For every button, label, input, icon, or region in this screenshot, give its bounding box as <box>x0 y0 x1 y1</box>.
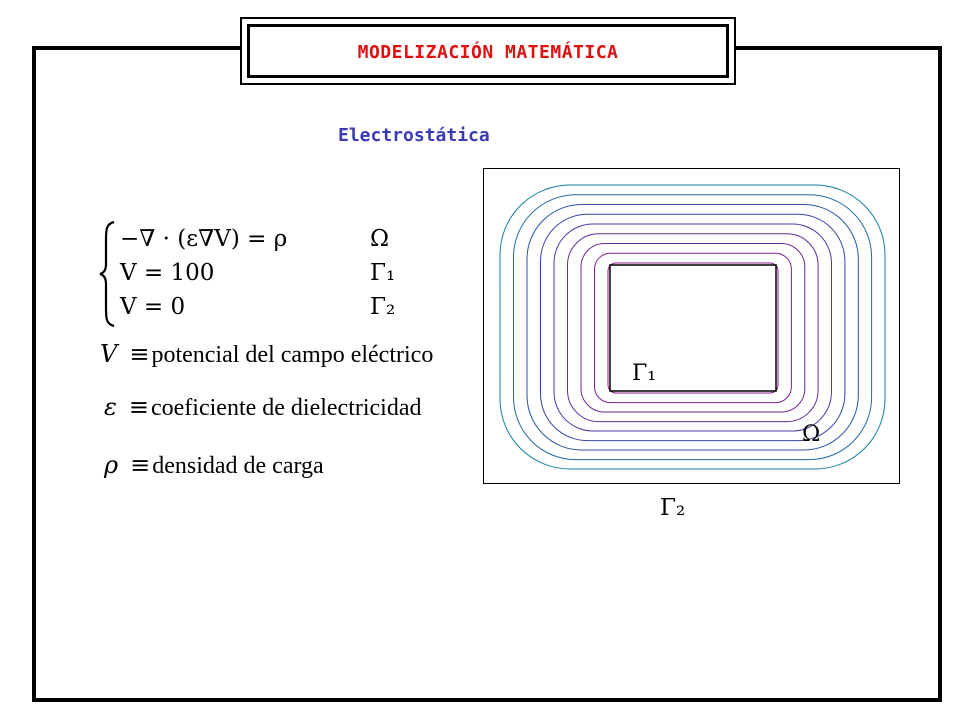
definition-text: potencial del campo eléctrico <box>151 342 434 368</box>
domain-gamma2-label: Γ₂ <box>370 294 396 320</box>
gamma2-label: Γ₂ <box>660 495 686 521</box>
definition-potential: V ≡potencial del campo eléctrico <box>100 340 433 369</box>
equation-row-1: −∇ · (ε∇V) = ρ <box>120 226 287 252</box>
definition-symbol: ε <box>104 393 117 421</box>
equiv-sign: ≡ <box>130 451 151 479</box>
definition-text: coeficiente de dielectricidad <box>151 395 422 421</box>
equiv-sign: ≡ <box>129 340 150 368</box>
equation-row-2: V = 100 <box>120 260 214 286</box>
contour-line <box>553 223 832 432</box>
contour-line <box>526 204 859 451</box>
omega-label: Ω <box>802 422 820 447</box>
equation-row-3: V = 0 <box>120 294 185 320</box>
definition-text: densidad de carga <box>152 453 324 479</box>
equation-poisson: −∇ · (ε∇V) = ρ <box>120 226 288 252</box>
title-banner: MODELIZACIÓN MATEMÁTICA <box>240 17 736 85</box>
equation-dirichlet-100: V = 100 <box>120 260 215 286</box>
left-brace-icon <box>99 220 115 328</box>
gamma1-label: Γ₁ <box>632 361 656 386</box>
contour-line <box>513 194 873 461</box>
slide-subtitle: Electrostática <box>338 125 490 146</box>
definition-dielectric: ε ≡coeficiente de dielectricidad <box>104 393 422 422</box>
equiv-sign: ≡ <box>128 393 149 421</box>
inner-conductor-boundary <box>609 264 777 392</box>
contour-line <box>499 184 886 470</box>
contour-line <box>607 262 779 394</box>
domain-gamma1-label: Γ₁ <box>370 260 396 286</box>
contour-line <box>540 213 846 442</box>
contour-figure: Γ₁ Ω <box>483 168 900 484</box>
contour-line <box>594 252 792 404</box>
definition-charge: ρ ≡densidad de carga <box>104 451 324 480</box>
contour-line <box>580 243 806 413</box>
equation-dirichlet-0: V = 0 <box>120 294 186 320</box>
slide-title: MODELIZACIÓN MATEMÁTICA <box>357 41 619 63</box>
definition-symbol: ρ <box>104 451 119 479</box>
domain-omega-label: Ω <box>370 226 390 252</box>
contour-line <box>567 233 819 423</box>
definition-symbol: V <box>100 340 118 368</box>
contour-plot: Γ₁ Ω <box>499 184 886 470</box>
title-banner-inner: MODELIZACIÓN MATEMÁTICA <box>247 24 729 78</box>
